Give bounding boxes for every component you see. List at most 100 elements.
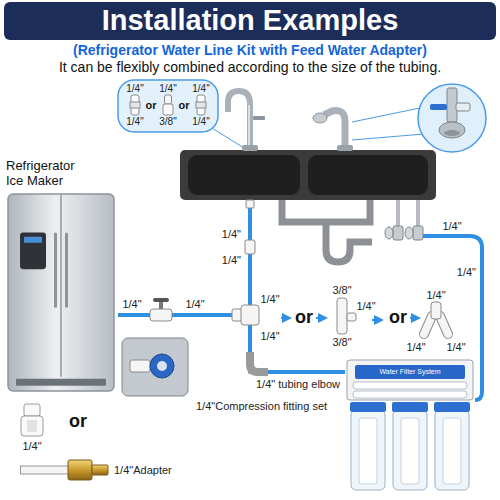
size-label: 1/4" bbox=[426, 289, 445, 301]
size-label: 1/4" bbox=[126, 116, 143, 127]
fitting-callout bbox=[118, 80, 218, 132]
kitchen-faucet bbox=[228, 91, 250, 148]
fitting-callout bbox=[165, 95, 172, 104]
angle-stop-valve bbox=[405, 227, 413, 239]
fridge-door-gap bbox=[60, 195, 61, 377]
tubing-elbow bbox=[250, 352, 268, 372]
reducing-tee bbox=[347, 313, 356, 321]
angle-stop-valve bbox=[385, 200, 423, 240]
reducing-tee bbox=[337, 298, 356, 334]
angle-stop-valve bbox=[413, 226, 423, 240]
size-label: 1/4" bbox=[457, 266, 476, 278]
size-label: 1/4" bbox=[122, 298, 141, 310]
fridge-body bbox=[8, 194, 114, 391]
shutoff-valve bbox=[150, 309, 172, 321]
size-label: 3/8" bbox=[332, 284, 351, 296]
canister-cartridge bbox=[401, 418, 419, 484]
membrane-tube bbox=[353, 391, 467, 398]
fridge-handle bbox=[65, 233, 68, 308]
canister-cap bbox=[392, 402, 428, 412]
refrigerator-node: Refrigerator Ice Maker bbox=[6, 158, 118, 395]
kitchen-faucet bbox=[228, 91, 265, 151]
reducing-tee bbox=[337, 298, 347, 334]
canister-body bbox=[435, 410, 469, 490]
push-fitting bbox=[27, 420, 37, 432]
fitting-callout bbox=[118, 80, 244, 148]
pull-out-faucet bbox=[337, 145, 353, 151]
option-arrow bbox=[281, 317, 290, 319]
size-label: 1/4" bbox=[192, 116, 209, 127]
sink bbox=[308, 155, 428, 195]
angle-stop-valve bbox=[393, 226, 403, 240]
node-heading: Water Filter System bbox=[345, 358, 475, 377]
compression-fitting-photo bbox=[122, 338, 188, 396]
fitting-callout bbox=[163, 104, 173, 115]
angle-stop-valve bbox=[398, 200, 418, 226]
option-arrow bbox=[372, 319, 382, 321]
adapter-callout bbox=[456, 103, 470, 111]
push-fitting bbox=[24, 404, 40, 416]
kitchen-faucet bbox=[248, 105, 250, 146]
size-label: 1/4" bbox=[22, 440, 41, 452]
fitting-callout bbox=[196, 102, 206, 108]
sink bbox=[180, 150, 436, 200]
compression-fitting-photo bbox=[122, 338, 188, 396]
size-label: 1/4" bbox=[126, 83, 143, 94]
sink bbox=[180, 150, 436, 200]
y-fitting bbox=[431, 302, 441, 319]
or-label: or bbox=[295, 308, 313, 328]
adapter-callout bbox=[352, 84, 486, 152]
dispenser-panel bbox=[24, 237, 42, 243]
size-label: 1/4" bbox=[185, 298, 204, 310]
water-filter-system-picture bbox=[345, 358, 475, 494]
node-heading: Refrigerator Ice Maker bbox=[6, 158, 86, 188]
or-label: or bbox=[389, 308, 407, 328]
push-fitting bbox=[21, 404, 43, 436]
membrane-housing bbox=[347, 360, 473, 400]
water-tubing bbox=[248, 200, 252, 315]
compression-fitting-photo bbox=[150, 354, 174, 378]
adapter-callout bbox=[430, 104, 447, 110]
size-label: 1/4" bbox=[406, 341, 425, 353]
refrigerator-picture bbox=[6, 192, 118, 395]
part-label: 1/4"Compression fitting set bbox=[196, 400, 327, 412]
fridge-handle bbox=[54, 233, 57, 308]
size-label: 1/4" bbox=[222, 228, 241, 240]
part-label: 1/4" tubing elbow bbox=[256, 378, 340, 390]
brass-adapter bbox=[21, 467, 70, 474]
kitchen-faucet bbox=[242, 145, 258, 151]
brass-adapter bbox=[20, 460, 108, 480]
size-label: 1/4" bbox=[222, 254, 241, 266]
size-label: 1/4" bbox=[356, 300, 375, 312]
size-label: 1/4" bbox=[260, 330, 279, 342]
shutoff-valve bbox=[159, 301, 163, 309]
tee-fitting bbox=[232, 305, 259, 325]
brass-adapter bbox=[20, 466, 70, 475]
option-arrow bbox=[410, 317, 419, 319]
pull-out-faucet bbox=[324, 110, 345, 148]
brass-adapter bbox=[68, 460, 92, 480]
pull-out-faucet bbox=[313, 110, 353, 151]
brass-adapter bbox=[92, 465, 108, 475]
canister-body bbox=[351, 410, 385, 490]
canister-cartridge bbox=[443, 418, 461, 484]
membrane-tube bbox=[353, 382, 467, 389]
size-label: 1/4" bbox=[192, 83, 209, 94]
water-tubing bbox=[246, 200, 254, 208]
fitting-callout bbox=[131, 95, 139, 115]
canister-cartridge bbox=[359, 418, 377, 484]
water-tubing bbox=[245, 200, 482, 400]
drain-pipe bbox=[282, 200, 372, 262]
option-arrow bbox=[316, 317, 326, 319]
tubing-elbow bbox=[250, 352, 268, 372]
pull-out-faucet bbox=[313, 113, 327, 123]
adapter-callout bbox=[418, 84, 486, 152]
kitchen-faucet bbox=[253, 116, 265, 120]
adapter-callout bbox=[439, 122, 465, 138]
adapter-callout bbox=[444, 130, 460, 136]
adapter-callout bbox=[352, 134, 424, 140]
push-fitting bbox=[21, 416, 43, 436]
or-label: or bbox=[146, 99, 157, 111]
size-label: 1/4" bbox=[446, 341, 465, 353]
fitting-callout bbox=[130, 102, 140, 108]
